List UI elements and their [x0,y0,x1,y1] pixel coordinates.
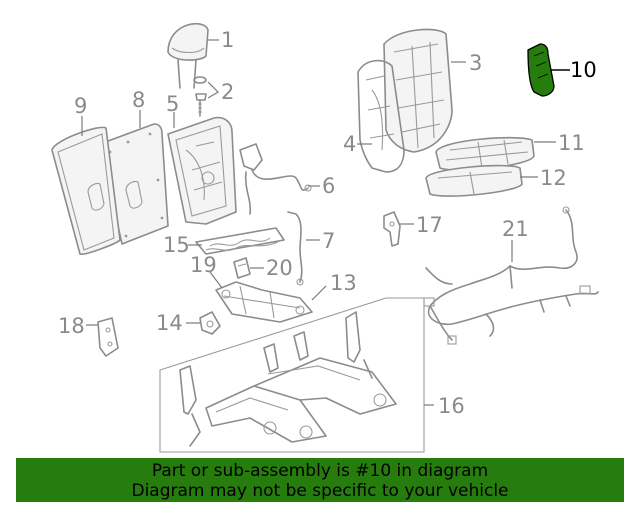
callout-9: 9 [74,94,87,118]
part-19-seat-adjuster [215,281,313,323]
callout-18: 18 [58,314,85,338]
banner-line-2: Diagram may not be specific to your vehi… [131,481,509,501]
callout-11: 11 [558,131,585,155]
callout-7: 7 [322,229,335,253]
part-15-spring-mat [195,227,285,255]
callout-5: 5 [166,92,179,116]
callout-2: 2 [221,80,234,104]
callout-4: 4 [343,132,356,156]
part-5-seatback-frame [167,116,237,225]
part-20-clip [233,257,251,279]
callout-21: 21 [502,217,529,241]
callout-6: 6 [322,174,335,198]
part-9-back-trim-panel [51,126,121,255]
callout-14: 14 [156,311,183,335]
callout-13-leader [311,285,327,301]
callout-16: 16 [438,394,465,418]
part-18-bracket [97,317,119,357]
part-16-track-assembly [159,297,425,453]
callout-3: 3 [469,51,482,75]
part-10-seat-latch [527,43,555,97]
part-2-headrest-guide [193,76,207,117]
callout-8: 8 [132,88,145,112]
callout-19: 19 [190,253,217,277]
part-7-cable [287,211,304,286]
callout-1: 1 [221,28,234,52]
banner-line-1: Part or sub-assembly is #10 in diagram [151,461,489,481]
callout-13: 13 [330,271,357,295]
part-3-seatback-cushion [383,28,453,153]
part-11-seat-cushion [435,136,535,171]
part-4-seatback-cover [357,59,405,173]
part-6-wire-harness [239,143,312,215]
part-1-headrest [167,22,209,89]
info-banner: Part or sub-assembly is #10 in diagram D… [16,458,624,502]
callout-20: 20 [266,256,293,280]
part-14-lever [199,311,221,335]
callout-15: 15 [163,233,190,257]
part-12-cushion-pad [425,164,523,197]
callout-12: 12 [540,166,567,190]
part-21-main-harness [423,206,599,345]
callout-17: 17 [416,213,443,237]
part-17-bracket [383,211,401,247]
callout-10: 10 [570,58,597,82]
